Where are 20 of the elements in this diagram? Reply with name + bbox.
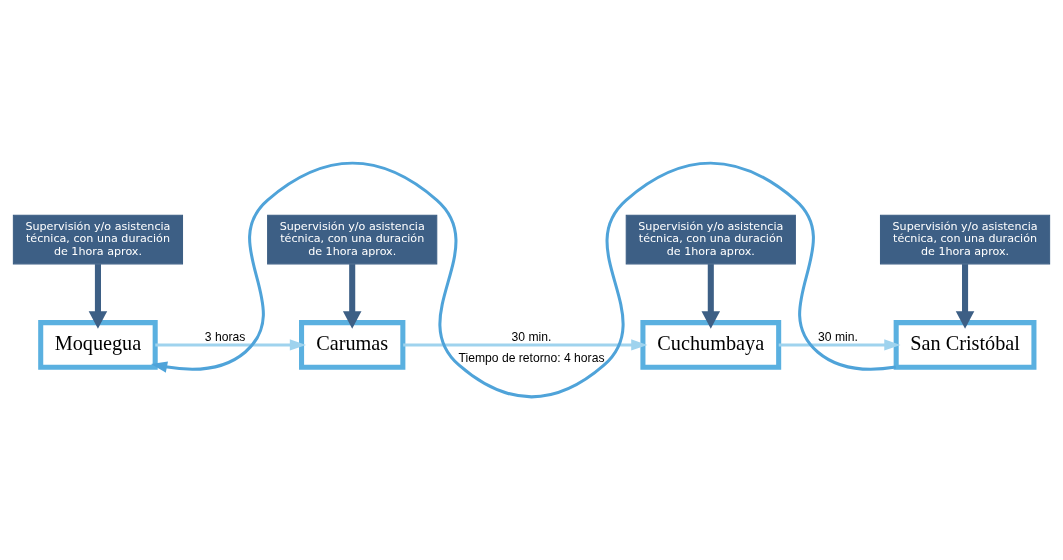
node-box: Moquegua	[38, 320, 158, 370]
node-box: Carumas	[299, 320, 406, 370]
node-box: Supervisión y/o asistencia técnica, con una duración de 1hora aprox.	[12, 214, 184, 265]
arrow	[88, 264, 108, 329]
node-box: Cuchumbaya	[640, 320, 782, 370]
arrow	[150, 161, 896, 398]
edge-label: 3 horas	[204, 330, 246, 345]
node-box: Supervisión y/o asistencia técnica, con una duración de 1hora aprox.	[879, 214, 1051, 265]
node-box: Supervisión y/o asistencia técnica, con una duración de 1hora aprox.	[625, 214, 796, 265]
arrow	[155, 339, 307, 351]
edge-label: 30 min.	[818, 330, 858, 345]
arrow	[778, 339, 901, 351]
arrow	[342, 264, 362, 329]
node-box: Supervisión y/o asistencia técnica, con una duración de 1hora aprox.	[267, 214, 438, 265]
arrow	[955, 264, 975, 329]
edge-label: Tiempo de retorno: 4 horas	[458, 350, 605, 365]
edge-label: 30 min.	[511, 330, 552, 345]
arrow	[701, 264, 721, 329]
node-box: San Cristóbal	[893, 320, 1037, 370]
arrow	[403, 339, 648, 351]
